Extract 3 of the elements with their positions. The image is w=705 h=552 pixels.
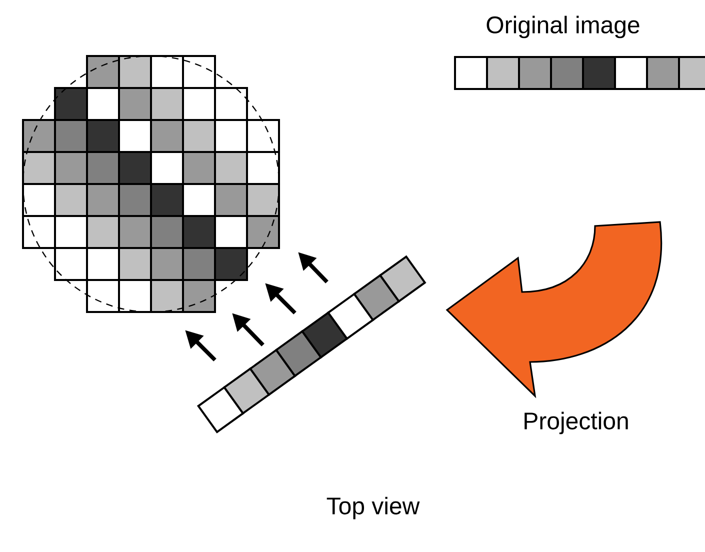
label: Top view bbox=[326, 496, 420, 520]
label: Projection bbox=[524, 412, 628, 434]
label: Original image bbox=[486, 16, 640, 38]
